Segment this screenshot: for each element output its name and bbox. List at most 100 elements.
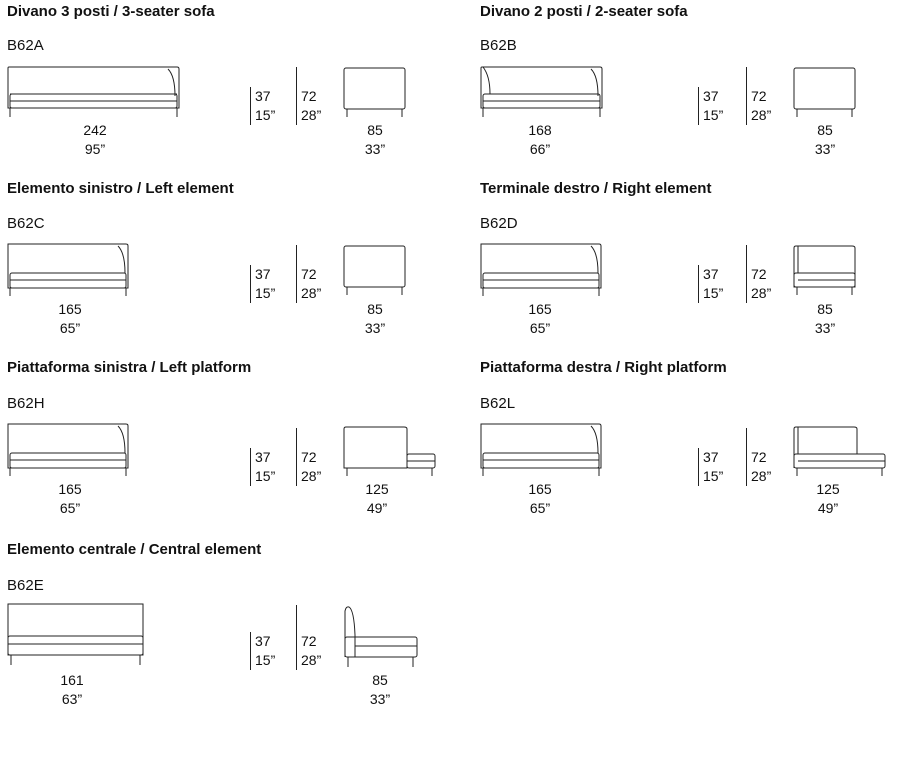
seat-height-cm: 37	[255, 266, 271, 282]
seat-height-in: 15”	[703, 107, 724, 123]
side-view-drawing	[344, 606, 418, 667]
depth-in: 33”	[814, 141, 836, 157]
seat-height-in: 15”	[255, 468, 276, 484]
width-cm: 165	[528, 301, 552, 317]
width-cm: 165	[58, 301, 82, 317]
depth-in: 33”	[369, 691, 391, 707]
width-in: 66”	[529, 141, 551, 157]
section-title: Divano 2 posti / 2-seater sofa	[480, 3, 688, 20]
height-cm: 72	[301, 449, 317, 465]
seat-height-in: 15”	[255, 107, 276, 123]
depth-in: 49”	[366, 500, 388, 516]
seat-height-in: 15”	[703, 285, 724, 301]
height-in: 28”	[301, 468, 322, 484]
front-view-drawing	[7, 243, 129, 296]
section-title: Terminale destro / Right element	[480, 180, 712, 197]
product-code: B62A	[7, 37, 44, 54]
product-code: B62B	[480, 37, 517, 54]
width-cm: 242	[83, 122, 107, 138]
width-in: 95”	[84, 141, 106, 157]
side-view-drawing	[793, 245, 856, 295]
depth-cm: 85	[372, 672, 388, 688]
section-title: Divano 3 posti / 3-seater sofa	[7, 3, 215, 20]
seat-height-cm: 37	[255, 88, 271, 104]
depth-in: 49”	[817, 500, 839, 516]
front-view-drawing	[480, 243, 602, 296]
height-in: 28”	[751, 107, 772, 123]
depth-cm: 85	[817, 122, 833, 138]
width-cm: 168	[528, 122, 552, 138]
depth-in: 33”	[814, 320, 836, 336]
width-cm: 165	[58, 481, 82, 497]
depth-cm: 125	[816, 481, 840, 497]
side-view-drawing	[793, 67, 856, 117]
depth-cm: 85	[367, 301, 383, 317]
height-cm: 72	[751, 266, 767, 282]
height-in: 28”	[751, 285, 772, 301]
front-view-drawing	[480, 66, 603, 117]
seat-height-in: 15”	[255, 652, 276, 668]
section-title: Piattaforma destra / Right platform	[480, 359, 727, 376]
side-view-drawing	[793, 426, 886, 476]
width-in: 63”	[61, 691, 83, 707]
side-view-drawing	[343, 245, 406, 295]
depth-cm: 125	[365, 481, 389, 497]
seat-height-cm: 37	[703, 88, 719, 104]
seat-height-in: 15”	[255, 285, 276, 301]
height-cm: 72	[751, 449, 767, 465]
section-title: Elemento centrale / Central element	[7, 541, 262, 558]
product-code: B62H	[7, 395, 45, 412]
front-view-drawing	[480, 423, 602, 476]
height-in: 28”	[751, 468, 772, 484]
front-view-drawing	[7, 603, 144, 665]
side-view-drawing	[343, 67, 406, 117]
product-code: B62C	[7, 215, 45, 232]
depth-cm: 85	[367, 122, 383, 138]
height-cm: 72	[301, 633, 317, 649]
depth-in: 33”	[364, 141, 386, 157]
seat-height-cm: 37	[703, 266, 719, 282]
product-code: B62L	[480, 395, 516, 412]
height-in: 28”	[301, 107, 322, 123]
section-title: Piattaforma sinistra / Left platform	[7, 359, 252, 376]
depth-in: 33”	[364, 320, 386, 336]
seat-height-cm: 37	[255, 449, 271, 465]
seat-height-cm: 37	[255, 633, 271, 649]
side-view-drawing	[343, 426, 436, 476]
section-title: Elemento sinistro / Left element	[7, 180, 234, 197]
width-in: 65”	[59, 320, 81, 336]
width-cm: 165	[528, 481, 552, 497]
height-cm: 72	[301, 88, 317, 104]
seat-height-in: 15”	[703, 468, 724, 484]
product-code: B62E	[7, 577, 44, 594]
width-in: 65”	[529, 320, 551, 336]
width-cm: 161	[60, 672, 84, 688]
height-cm: 72	[301, 266, 317, 282]
height-cm: 72	[751, 88, 767, 104]
